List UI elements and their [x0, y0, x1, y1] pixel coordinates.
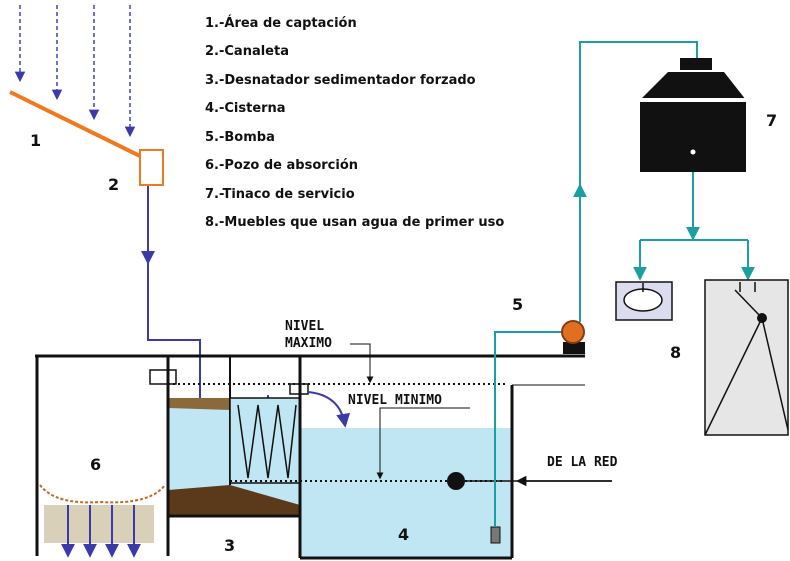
absorption-well	[35, 356, 170, 558]
toilet-fixture	[704, 279, 789, 436]
gutter	[139, 149, 164, 186]
label-nivel-maximo-2: MAXIMO	[285, 336, 332, 351]
service-tank	[640, 58, 746, 172]
legend-item-7: 7.-Tinaco de servicio	[205, 187, 355, 202]
marker-1: 1	[30, 131, 41, 150]
marker-2: 2	[108, 175, 119, 194]
settler-tank	[166, 356, 301, 518]
legend-item-5: 5.-Bomba	[205, 130, 275, 145]
legend-item-1: 1.-Área de captación	[205, 15, 357, 31]
marker-3: 3	[224, 536, 235, 555]
marker-4: 4	[398, 525, 409, 544]
sink-fixture	[615, 281, 673, 321]
float-valve	[447, 472, 465, 490]
overflow-box	[149, 369, 177, 385]
marker-8: 8	[670, 343, 681, 362]
legend-item-4: 4.-Cisterna	[205, 101, 286, 116]
label-nivel-minimo: NIVEL MINIMO	[348, 393, 442, 408]
legend-item-2: 2.-Canaleta	[205, 44, 289, 59]
label-nivel-maximo-1: NIVEL	[285, 319, 324, 334]
suction-pipe	[494, 331, 562, 527]
marker-5: 5	[512, 295, 523, 314]
legend: 1.-Área de captación 2.-Canaleta 3.-Desn…	[205, 15, 504, 230]
cistern	[298, 356, 585, 560]
suction-foot-valve	[490, 526, 501, 544]
discharge-pipe	[579, 41, 698, 322]
legend-item-3: 3.-Desnatador sedimentador forzado	[205, 73, 476, 88]
pump	[561, 320, 585, 354]
marker-7: 7	[766, 111, 777, 130]
rain-arrows	[14, 5, 136, 138]
catchment-roof	[9, 90, 143, 159]
legend-item-6: 6.-Pozo de absorción	[205, 158, 358, 173]
label-de-la-red: DE LA RED	[547, 455, 618, 470]
marker-6: 6	[90, 455, 101, 474]
legend-item-8: 8.-Muebles que usan agua de primer uso	[205, 215, 504, 230]
